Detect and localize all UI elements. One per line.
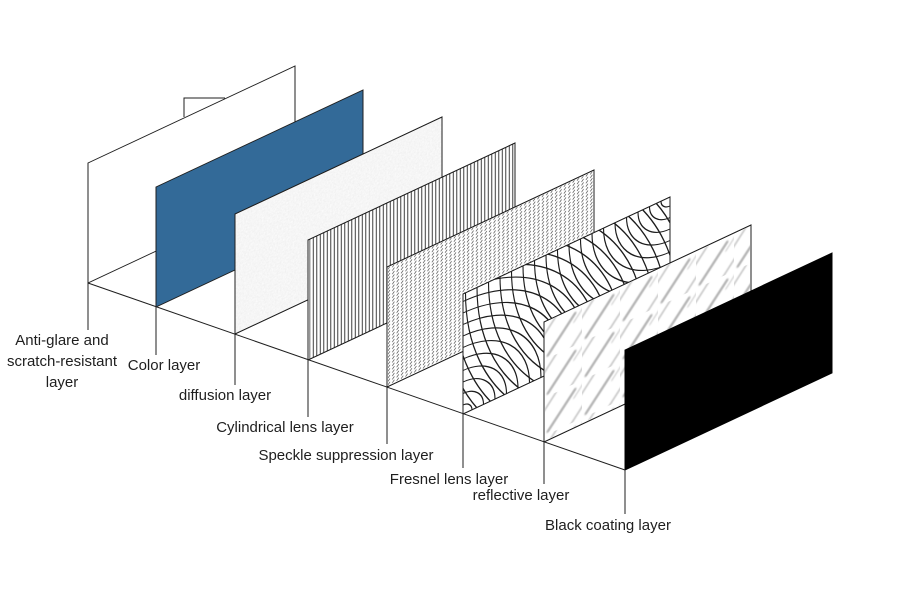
layer-black-coating [624,252,833,471]
label-color-layer: Color layer [127,357,201,374]
base-line [87,282,626,471]
label-anti-glare-layer: Anti-glare and scratch-resistant layer [6,332,118,391]
layer-anti-glare-tab [183,97,225,117]
layer-reflective [543,224,752,443]
layer-speckle-suppression [386,169,595,388]
label-cylindrical-lens-layer: Cylindrical lens layer [216,419,354,436]
label-fresnel-lens-layer: Fresnel lens layer [389,471,509,488]
label-reflective-layer: reflective layer [472,487,570,504]
leader-lines [87,283,626,514]
label-speckle-suppression-layer: Speckle suppression layer [258,447,434,464]
label-diffusion-layer: diffusion layer [178,387,272,404]
label-black-coating-layer: Black coating layer [545,517,671,534]
